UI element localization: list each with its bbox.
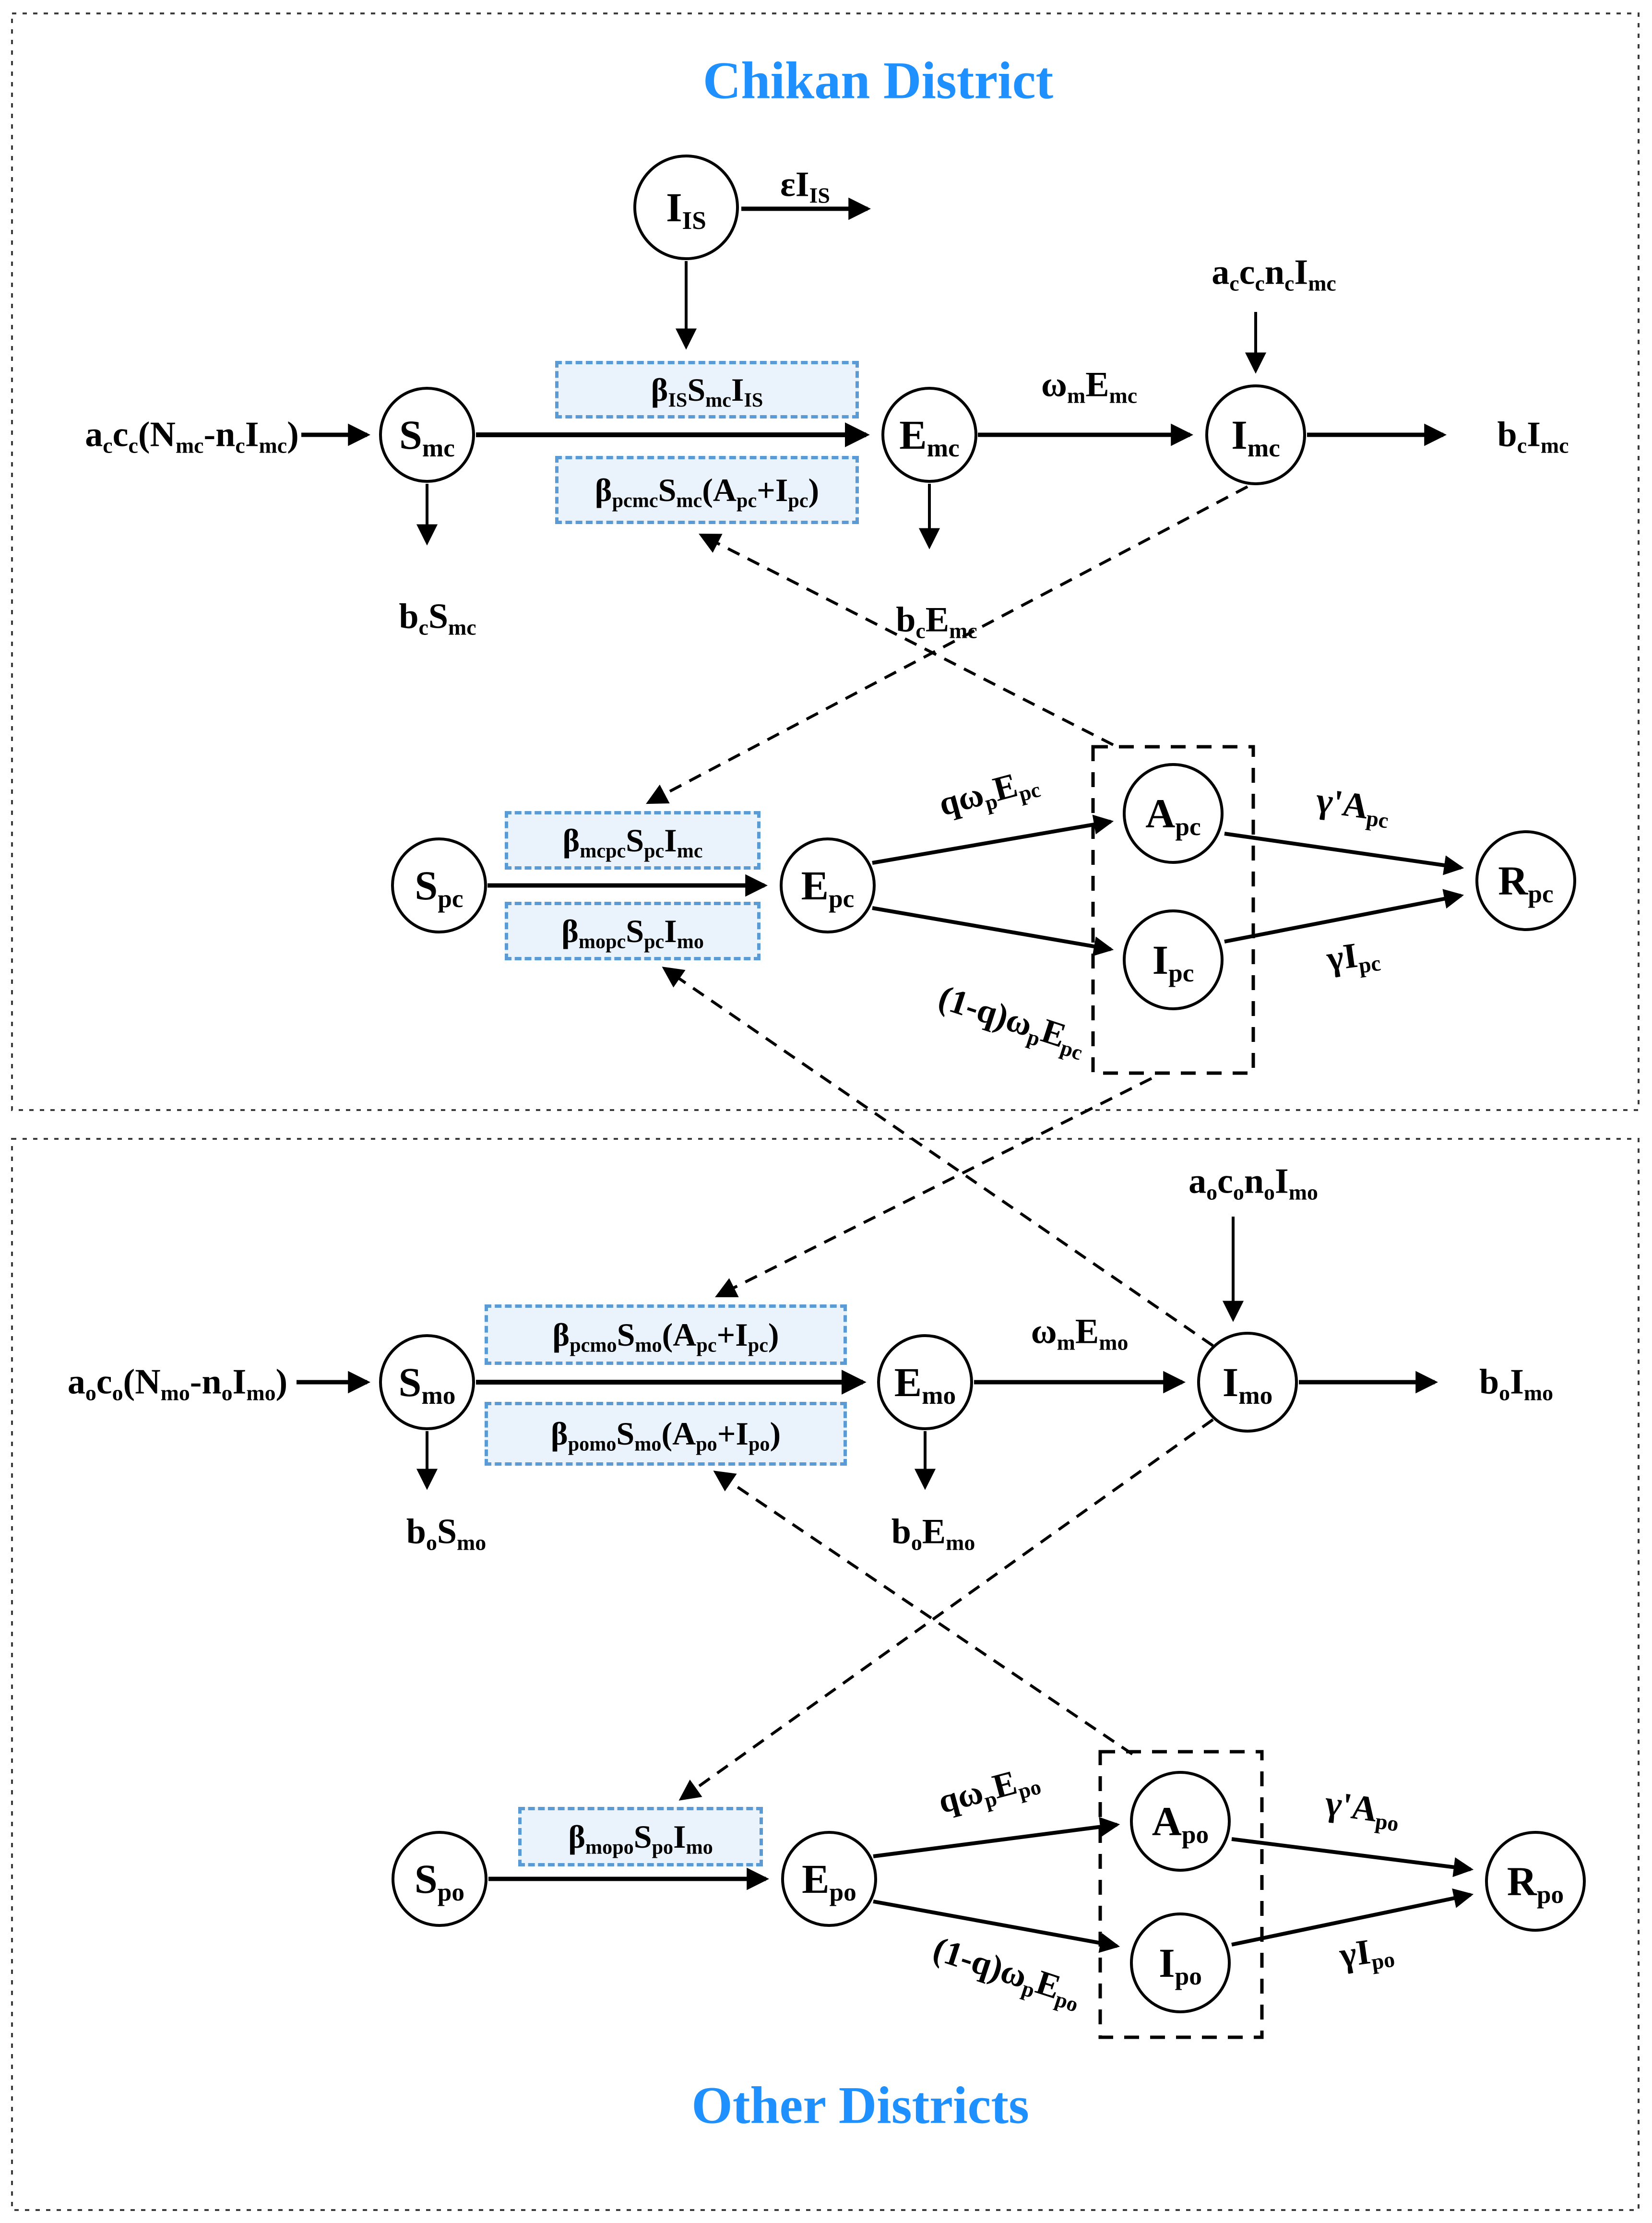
label-recover-ipc: γIpc bbox=[1324, 935, 1382, 979]
node-spo: Spo bbox=[392, 1831, 487, 1927]
node-smo: Smo bbox=[379, 1334, 475, 1430]
node-rpo: Rpo bbox=[1485, 1831, 1586, 1932]
force-box-mcpc-label: βmcpcSpcImc bbox=[562, 822, 703, 862]
arrow-epc-to-apc bbox=[872, 814, 1114, 865]
node-iis-label: IIS bbox=[666, 184, 706, 235]
node-spo-label: Spo bbox=[414, 1856, 465, 1906]
arrow-apo-to-rpo bbox=[1231, 1837, 1474, 1877]
force-box-pcmc-label: βpcmcSmc(Apc+Ipc) bbox=[594, 471, 820, 512]
force-box-pomo-label: βpomoSmo(Apo+Ipo) bbox=[550, 1415, 781, 1456]
force-box-mcpc: βmcpcSpcImc bbox=[505, 811, 761, 870]
node-imc: Imc bbox=[1205, 384, 1306, 485]
node-apc: Apc bbox=[1123, 763, 1224, 864]
section-other-border bbox=[11, 1138, 1640, 2211]
force-box-is: βISSmcIIS bbox=[555, 361, 859, 418]
label-epsilon-out: εIIS bbox=[780, 165, 830, 208]
node-ipo: Ipo bbox=[1130, 1912, 1231, 2013]
label-birth-in-o: aoco(Nmo-noImo) bbox=[67, 1362, 288, 1405]
cross-arrow-apoipo-to-box-pomo bbox=[713, 1470, 1133, 1756]
label-death-smc: bcSmc bbox=[399, 597, 476, 640]
node-spc: Spc bbox=[391, 837, 487, 933]
node-ipc: Ipc bbox=[1123, 909, 1224, 1010]
node-imc-label: Imc bbox=[1231, 412, 1280, 462]
node-emo: Emo bbox=[877, 1334, 973, 1430]
node-apo-label: Apo bbox=[1152, 1798, 1209, 1849]
node-emc: Emc bbox=[881, 387, 977, 483]
label-birth-in-c: accc(Nmc-ncImc) bbox=[85, 415, 299, 458]
arrow-apc-to-rpc bbox=[1224, 832, 1464, 875]
node-emc-label: Emc bbox=[899, 412, 960, 462]
force-box-pcmc: βpcmcSmc(Apc+Ipc) bbox=[555, 456, 859, 524]
force-box-mopc-label: βmopcSpcImo bbox=[561, 912, 704, 953]
force-box-mopo-label: βmopoSpoImo bbox=[568, 1818, 713, 1859]
node-ipc-label: Ipc bbox=[1152, 937, 1194, 987]
section-title-other: Other Districts bbox=[691, 2076, 1029, 2135]
label-death-imc: bcImc bbox=[1497, 415, 1569, 458]
arrow-epc-to-ipc bbox=[872, 906, 1114, 956]
label-reintro-c: acccncImc bbox=[1212, 252, 1336, 296]
label-death-emc: bcEmc bbox=[896, 600, 977, 643]
force-box-pomo: βpomoSmo(Apo+Ipo) bbox=[485, 1402, 847, 1466]
cross-arrow-imo-to-box-mopc bbox=[662, 967, 1214, 1347]
label-progress-o: ωmEmo bbox=[1031, 1312, 1129, 1355]
node-epo-label: Epo bbox=[802, 1856, 856, 1906]
arrow-epo-to-apo bbox=[873, 1817, 1120, 1858]
node-smc: Smc bbox=[379, 387, 475, 483]
cross-arrow-imc-to-box-mcpc bbox=[646, 485, 1248, 804]
force-box-mopo: βmopoSpoImo bbox=[518, 1807, 763, 1866]
label-reintro-o: aoconoImo bbox=[1188, 1161, 1318, 1205]
force-box-pcmo-label: βpcmoSmo(Apc+Ipc) bbox=[552, 1316, 779, 1357]
node-epc-label: Epc bbox=[801, 862, 855, 913]
node-apo: Apo bbox=[1130, 1771, 1231, 1872]
force-box-is-label: βISSmcIIS bbox=[651, 371, 763, 412]
group-apo-ipo-rect bbox=[1098, 1750, 1264, 2039]
label-recover-ipo: γIpo bbox=[1337, 1932, 1396, 1975]
node-spc-label: Spc bbox=[415, 862, 464, 913]
node-smc-label: Smc bbox=[399, 412, 455, 462]
node-iis: IIS bbox=[633, 155, 739, 260]
cross-arrow-apcipc-to-box-pcmo bbox=[715, 1077, 1153, 1297]
arrow-ipo-to-rpo bbox=[1231, 1888, 1474, 1947]
arrow-epo-to-ipo bbox=[873, 1900, 1120, 1953]
section-title-chikan: Chikan District bbox=[702, 51, 1054, 110]
label-death-emo: boEmo bbox=[891, 1512, 975, 1555]
node-rpc-label: Rpc bbox=[1498, 858, 1554, 908]
node-ipo-label: Ipo bbox=[1159, 1940, 1202, 1990]
node-rpc: Rpc bbox=[1475, 830, 1576, 931]
label-progress-c: ωmEmc bbox=[1041, 365, 1138, 408]
node-epo: Epo bbox=[781, 1831, 877, 1927]
cross-arrow-apcipc-to-box-pcmc bbox=[699, 533, 1114, 746]
arrow-ipc-to-rpc bbox=[1224, 889, 1464, 944]
node-apc-label: Apc bbox=[1145, 790, 1201, 841]
node-epc: Epc bbox=[780, 837, 876, 933]
force-box-mopc: βmopcSpcImo bbox=[505, 902, 761, 960]
node-smo-label: Smo bbox=[398, 1359, 456, 1410]
node-emo-label: Emo bbox=[894, 1359, 956, 1410]
label-death-smo: boSmo bbox=[406, 1512, 487, 1555]
node-rpo-label: Rpo bbox=[1507, 1858, 1564, 1909]
node-imo-label: Imo bbox=[1222, 1359, 1273, 1410]
section-chikan-border bbox=[11, 12, 1640, 1111]
label-death-imo: boImo bbox=[1479, 1362, 1554, 1405]
node-imo: Imo bbox=[1197, 1332, 1298, 1433]
force-box-pcmo: βpcmoSmo(Apc+Ipc) bbox=[485, 1304, 847, 1365]
group-apc-ipc-rect bbox=[1091, 745, 1255, 1075]
cross-arrow-imo-to-box-mopo bbox=[678, 1418, 1214, 1801]
